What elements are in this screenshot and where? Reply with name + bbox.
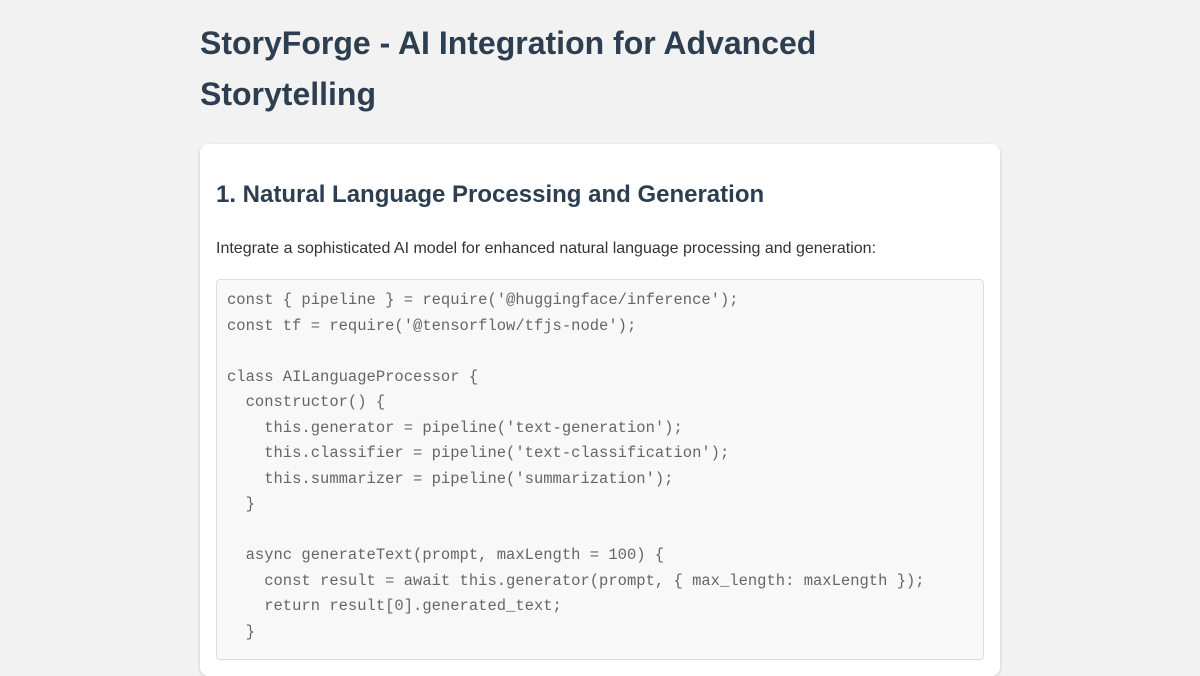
content-card: 1. Natural Language Processing and Gener… bbox=[200, 144, 1000, 676]
page-title: StoryForge - AI Integration for Advanced… bbox=[200, 25, 817, 112]
section-intro: Integrate a sophisticated AI model for e… bbox=[216, 240, 877, 257]
code-content: const { pipeline } = require('@huggingfa… bbox=[227, 291, 925, 641]
code-block: const { pipeline } = require('@huggingfa… bbox=[216, 279, 984, 660]
page-container: StoryForge - AI Integration for Advanced… bbox=[200, 18, 1000, 676]
section-heading: 1. Natural Language Processing and Gener… bbox=[216, 181, 765, 208]
